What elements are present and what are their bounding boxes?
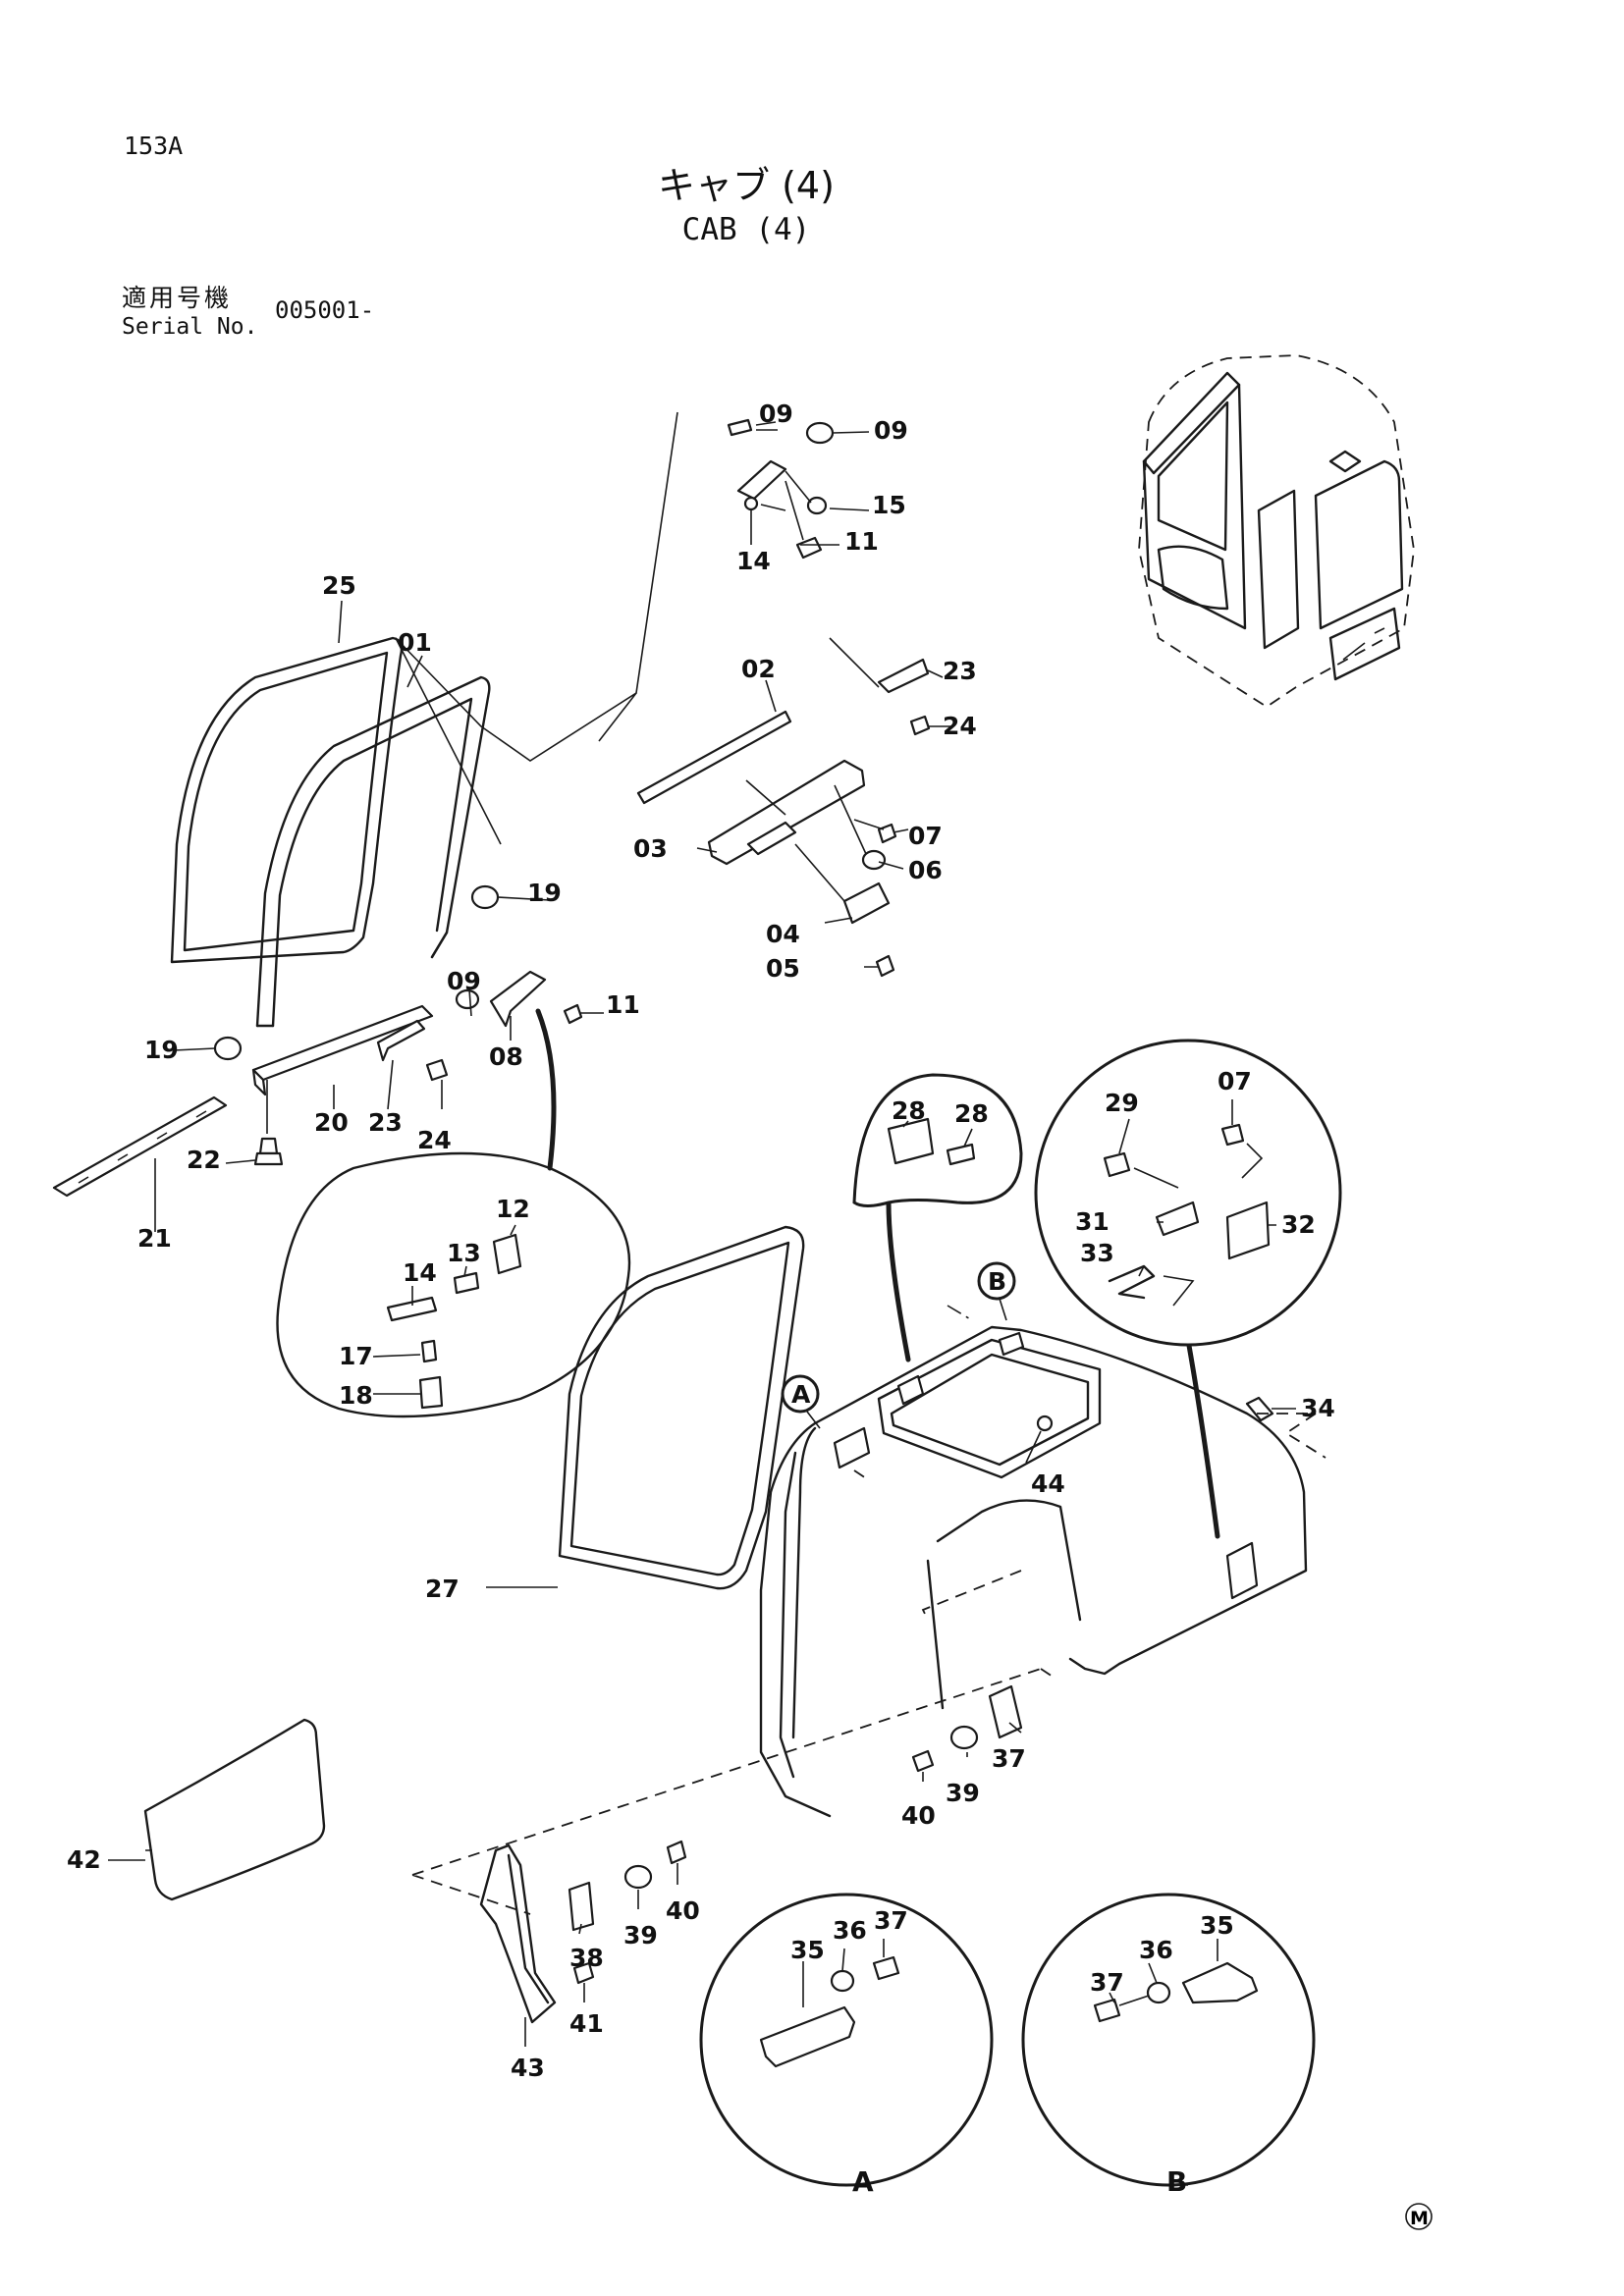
part-label: 28 bbox=[954, 1099, 989, 1128]
part-label: 22 bbox=[187, 1146, 221, 1174]
detail-view-A bbox=[699, 1893, 994, 2187]
title-english: CAB (4) bbox=[681, 212, 811, 247]
part-label: 08 bbox=[489, 1042, 523, 1071]
part-label: 01 bbox=[398, 628, 432, 657]
part-label: 24 bbox=[943, 712, 977, 740]
detail-roller-14-18 bbox=[276, 1151, 631, 1418]
detail-view-B bbox=[1021, 1893, 1316, 2187]
page-number: 153A bbox=[124, 132, 184, 160]
part-label: 32 bbox=[1281, 1210, 1316, 1239]
part-label: 21 bbox=[137, 1224, 172, 1253]
door-glass-25 bbox=[170, 636, 404, 964]
part-label: 09 bbox=[874, 416, 908, 445]
glass-43 bbox=[143, 1718, 326, 1901]
roller-09-lower bbox=[455, 988, 480, 1010]
part-label: 23 bbox=[368, 1108, 403, 1137]
part-label: 09 bbox=[759, 400, 793, 428]
corner-mark-label: M bbox=[1410, 2208, 1429, 2229]
part-label: 40 bbox=[901, 1801, 936, 1830]
part-label: 05 bbox=[766, 954, 800, 983]
detail-circle-07-28-31 bbox=[1034, 1039, 1342, 1347]
bolt-11-lower bbox=[563, 1003, 583, 1025]
hinge-assembly-top bbox=[727, 418, 835, 560]
post-cover-41 bbox=[479, 1840, 687, 2024]
bolt-24-lower bbox=[425, 1058, 449, 1082]
part-label: 39 bbox=[946, 1779, 980, 1807]
part-label: 13 bbox=[447, 1239, 481, 1267]
serial-label-japanese: 適用号機 bbox=[122, 284, 233, 312]
part-label: 29 bbox=[1105, 1089, 1139, 1117]
roller-19-right bbox=[470, 884, 500, 910]
callout-leaders bbox=[108, 421, 1296, 2186]
serial-label-english: Serial No. bbox=[122, 314, 258, 340]
part-label: 41 bbox=[569, 2009, 604, 2038]
detail-bubble-27-28 bbox=[852, 1073, 1023, 1207]
part-label: 11 bbox=[844, 527, 879, 556]
reference-label-A: A bbox=[791, 1380, 811, 1409]
part-label: 33 bbox=[1080, 1239, 1114, 1267]
part-label: 07 bbox=[1218, 1067, 1252, 1095]
part-label: 19 bbox=[527, 879, 562, 907]
part-label: 36 bbox=[833, 1916, 867, 1945]
part-label: 12 bbox=[496, 1195, 530, 1223]
part-label: 04 bbox=[766, 920, 800, 948]
cab-overview-illustration bbox=[1138, 354, 1415, 709]
part-label: 11 bbox=[606, 990, 640, 1019]
part-label: 38 bbox=[569, 1944, 604, 1972]
part-label: 36 bbox=[1139, 1936, 1173, 1964]
part-label: 15 bbox=[872, 491, 906, 519]
bolt-22 bbox=[253, 1080, 284, 1166]
reference-marker-B bbox=[977, 1261, 1016, 1301]
lower-rails bbox=[52, 1004, 434, 1198]
roller-19-left bbox=[213, 1036, 243, 1061]
part-label: 43 bbox=[511, 2054, 545, 2082]
part-label: 31 bbox=[1075, 1207, 1110, 1236]
part-label: 03 bbox=[633, 834, 668, 863]
cab-body bbox=[759, 1305, 1308, 1818]
part-label: 27 bbox=[425, 1575, 460, 1603]
reference-label-B: B bbox=[988, 1267, 1006, 1296]
part-label: 44 bbox=[1031, 1469, 1065, 1498]
part-label: 25 bbox=[322, 571, 356, 600]
clip-23-lower bbox=[376, 1019, 426, 1062]
part-label: 18 bbox=[339, 1381, 373, 1410]
part-label: 39 bbox=[623, 1921, 658, 1949]
serial-number-range: 005001- bbox=[275, 296, 375, 324]
part-label: 40 bbox=[666, 1896, 700, 1925]
part-label: 17 bbox=[339, 1342, 373, 1370]
detail-label-B: B bbox=[1166, 2165, 1187, 2198]
part-label: 20 bbox=[314, 1108, 349, 1137]
corner-mark-circle bbox=[1405, 2203, 1433, 2230]
part-label: 07 bbox=[908, 822, 943, 850]
part-label: 19 bbox=[144, 1036, 179, 1064]
part-label: 37 bbox=[874, 1906, 908, 1935]
part-label: 37 bbox=[1090, 1968, 1124, 1997]
part-label: 42 bbox=[67, 1845, 101, 1874]
part-label: 09 bbox=[447, 967, 481, 995]
reference-marker-A bbox=[781, 1374, 820, 1414]
latch-08 bbox=[489, 970, 547, 1028]
part-label: 28 bbox=[892, 1096, 926, 1125]
door-frame-01 bbox=[255, 675, 491, 1028]
part-label: 23 bbox=[943, 657, 977, 685]
part-label: 14 bbox=[736, 547, 771, 575]
part-label: 14 bbox=[403, 1258, 437, 1287]
part-label: 34 bbox=[1301, 1394, 1335, 1422]
detail-label-A: A bbox=[852, 2165, 874, 2198]
part-label: 02 bbox=[741, 655, 776, 683]
part-label: 24 bbox=[417, 1126, 452, 1154]
upper-rail-assembly bbox=[636, 637, 931, 978]
part-label: 37 bbox=[992, 1744, 1026, 1773]
title-japanese: キャブ (4) bbox=[658, 164, 835, 207]
part-label: 06 bbox=[908, 856, 943, 884]
part-label: 35 bbox=[790, 1936, 825, 1964]
door-seal-26 bbox=[558, 1225, 805, 1590]
part-label: 35 bbox=[1200, 1911, 1234, 1940]
